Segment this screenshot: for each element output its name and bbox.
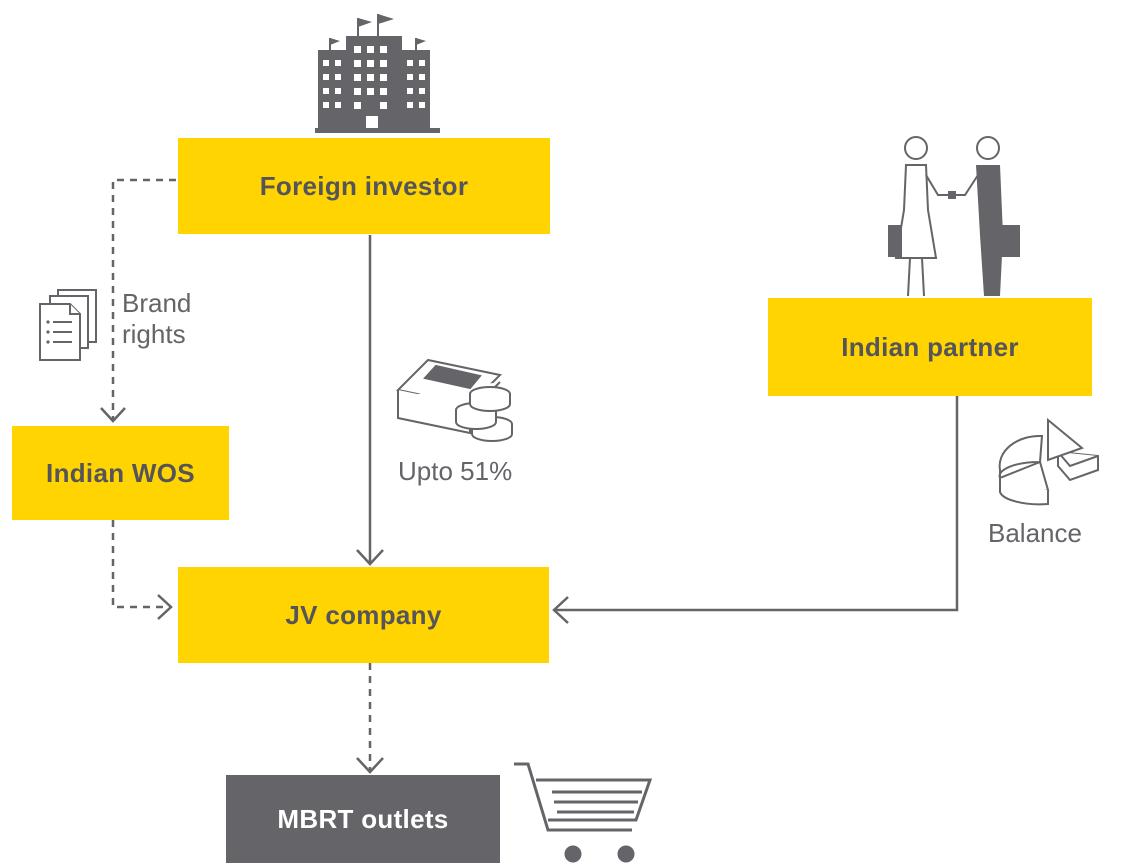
- office-building-icon: [315, 14, 440, 133]
- handshake-businesspeople-icon: [888, 136, 1020, 297]
- shopping-cart-icon: [514, 762, 653, 863]
- connector-wos-to-jv-arrowhead: [157, 594, 173, 620]
- connector-jv-to-mbrt-arrowhead: [356, 757, 384, 774]
- brand-rights-line2: rights: [122, 319, 186, 350]
- connector-investor-to-jv-arrowhead: [356, 549, 384, 566]
- connector-partner-to-jv-arrowhead: [552, 596, 569, 624]
- connector-investor-to-wos-arrowhead: [100, 407, 126, 423]
- connector-investor-to-wos: [111, 178, 176, 420]
- documents-icon: [39, 289, 97, 361]
- upto-51-label: Upto 51%: [398, 456, 513, 486]
- brand-rights-line1: Brand: [122, 288, 192, 318]
- indian-partner-label: Indian partner: [841, 331, 1019, 362]
- indian-partner-box: Indian partner: [768, 298, 1092, 396]
- connector-wos-to-jv: [111, 520, 170, 609]
- pie-chart-icon: [998, 417, 1099, 506]
- indian-wos-label: Indian WOS: [46, 457, 195, 488]
- balance-label: Balance: [988, 518, 1082, 548]
- brand-rights-label: Brand rights: [122, 288, 191, 350]
- jv-company-box: JV company: [178, 567, 549, 663]
- mbrt-outlets-label: MBRT outlets: [277, 803, 449, 834]
- indian-wos-box: Indian WOS: [12, 426, 229, 520]
- connector-partner-to-jv: [555, 396, 959, 612]
- jv-company-label: JV company: [285, 599, 442, 630]
- foreign-investor-box: Foreign investor: [178, 138, 550, 234]
- money-stack-coins-icon: [395, 358, 513, 442]
- mbrt-outlets-box: MBRT outlets: [226, 775, 500, 863]
- foreign-investor-label: Foreign investor: [259, 170, 469, 201]
